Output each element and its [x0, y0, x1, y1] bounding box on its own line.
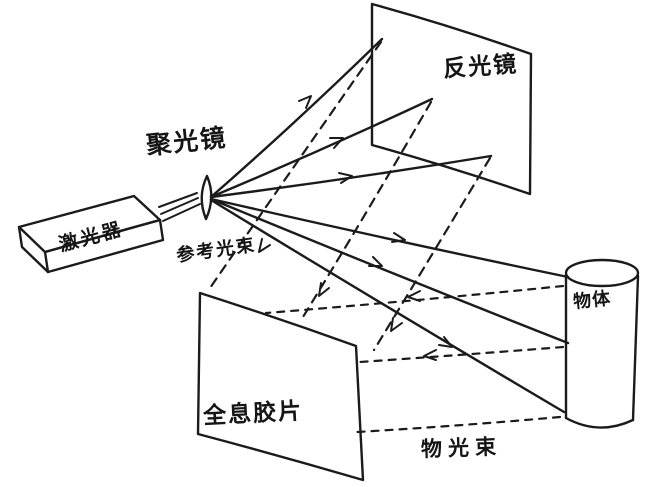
object-beam-3 — [355, 415, 562, 434]
holographic-film-panel — [196, 291, 365, 482]
beam-to-mirror-3 — [209, 154, 493, 199]
object-beam-label: 物光束 — [420, 434, 503, 462]
object-cylinder — [564, 258, 640, 429]
reference-beam-2 — [301, 100, 433, 319]
beam-to-mirror-1 — [209, 37, 384, 199]
laser-output-line — [158, 192, 198, 208]
object-beam-1 — [264, 284, 565, 315]
arrowhead-icon — [391, 232, 406, 243]
arrowhead-icon — [258, 238, 271, 253]
arrowhead-icon — [423, 349, 437, 361]
laser-output-line — [162, 203, 201, 222]
object-beam-2 — [358, 345, 565, 364]
arrowhead-icon — [298, 95, 312, 109]
mirror-label: 反光镜 — [442, 51, 520, 83]
arrowhead-icon — [407, 290, 421, 302]
arrowhead-icon — [368, 256, 383, 267]
mirror-panel — [370, 2, 533, 196]
laser-box — [17, 192, 201, 274]
condenser-lens-icon — [200, 174, 213, 221]
laser-output-line — [160, 197, 199, 215]
object-label: 物体 — [572, 288, 613, 313]
arrowhead-icon — [318, 282, 330, 297]
reference-beam-3 — [372, 156, 492, 352]
beam-to-object-2 — [209, 197, 570, 345]
beam-to-object-1 — [209, 197, 570, 279]
arrowhead-icon — [329, 137, 344, 149]
arrowhead-icon — [438, 336, 453, 348]
beam-to-mirror-2 — [209, 97, 434, 199]
arrowhead-icon — [390, 317, 403, 332]
beam-to-object-3 — [209, 198, 566, 414]
holographic-film-label: 全息胶片 — [202, 398, 304, 430]
reference-beam-1 — [208, 40, 383, 290]
arrowhead-icon — [338, 172, 353, 184]
